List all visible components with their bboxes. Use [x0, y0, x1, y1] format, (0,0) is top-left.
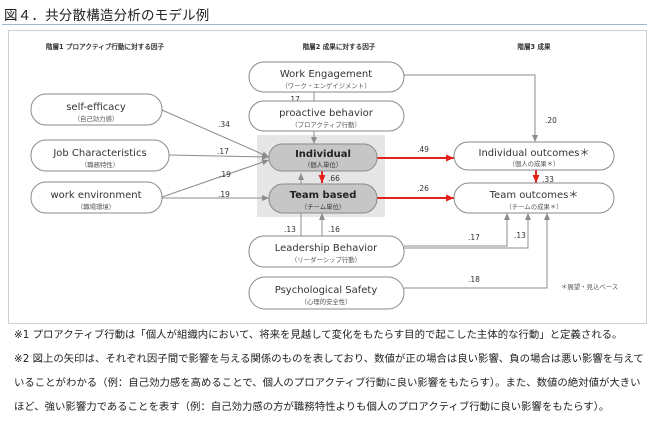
node-self-efficacy-label: self-efficacy	[66, 102, 126, 113]
diagram-canvas: 階層1 プロアクティブ行動に対する因子 階層2 成果に対する因子 階層3 成果 …	[30, 42, 618, 310]
node-proactive-behavior-label: proactive behavior	[279, 108, 374, 119]
coef-lead-to-ind: .13	[284, 225, 296, 234]
coef-env-to-ind: .19	[219, 170, 231, 179]
node-job-characteristics-sub: （職務特性）	[81, 160, 119, 169]
node-work-environment-label: work environment	[50, 190, 141, 201]
model-diagram: 階層1 プロアクティブ行動に対する因子 階層2 成果に対する因子 階層3 成果 …	[8, 30, 647, 324]
node-psychological-safety: Psychological Safety （心理的安全性）	[248, 276, 405, 310]
coef-we-to-indout: .20	[545, 116, 557, 125]
node-job-characteristics-label: Job Characteristics	[52, 148, 146, 159]
note-1: ※1 プロアクティブ行動は「個人が組織内において、将来を見越して変化をもたらす目…	[14, 329, 623, 341]
title-divider	[2, 24, 647, 25]
node-team-based-sub: （チーム単位）	[301, 202, 346, 211]
coef-team-to-teamout: .26	[417, 184, 429, 193]
node-leadership-behavior-label: Leadership Behavior	[275, 243, 378, 254]
notes-section: ※1 プロアクティブ行動は「個人が組織内において、将来を見越して変化をもたらす目…	[14, 323, 646, 419]
node-team-outcomes-sub: （チームの成果＊）	[505, 202, 562, 211]
coef-lead-to-teamout-a: .17	[468, 233, 480, 242]
node-team-based: Team based （チーム単位）	[268, 183, 378, 214]
edge-jc-to-ind	[168, 153, 270, 160]
coef-lead-to-teamout-b: .13	[514, 231, 526, 240]
edge-env-to-ind	[161, 159, 270, 198]
coef-we-to-ind: .17	[288, 95, 300, 104]
node-psychological-safety-label: Psychological Safety	[275, 285, 378, 296]
edge-lead-to-teamout-a	[404, 213, 510, 247]
node-proactive-behavior-sub: （プロアクティブ行動）	[291, 120, 361, 129]
node-individual-outcomes-sub: （個人の成果＊）	[508, 159, 559, 168]
node-leadership-behavior: Leadership Behavior （リーダーシップ行動）	[248, 235, 405, 268]
node-team-based-label: Team based	[290, 190, 357, 201]
node-work-engagement-sub: （ワーク・エンゲイジメント）	[281, 81, 370, 90]
node-individual-outcomes: Individual outcomes＊ （個人の成果＊）	[453, 141, 615, 171]
node-work-engagement: Work Engagement （ワーク・エンゲイジメント）	[248, 61, 405, 93]
coef-psych-to-teamout: .18	[468, 275, 480, 284]
coef-lead-to-team: .16	[328, 225, 340, 234]
node-individual-outcomes-label: Individual outcomes＊	[479, 148, 590, 159]
node-work-environment-sub: （職場環境）	[77, 202, 115, 211]
node-proactive-behavior: proactive behavior （プロアクティブ行動）	[248, 100, 405, 132]
coef-indout-to-teamout: .33	[542, 175, 554, 184]
node-psychological-safety-sub: （心理的安全性）	[300, 297, 351, 306]
node-team-outcomes: Team outcomes＊ （チームの成果＊）	[453, 182, 615, 214]
node-leadership-behavior-sub: （リーダーシップ行動）	[291, 255, 361, 264]
coef-se-to-ind: .34	[218, 120, 230, 129]
note-2: ※2 図上の矢印は、それぞれ因子間で影響を与える関係のものを表しており、数値が正…	[14, 353, 644, 413]
diagram-footnote: ＊展望・見込ベース	[561, 282, 618, 291]
coef-env-to-team: .19	[218, 190, 230, 199]
coef-ind-to-indout: .49	[417, 145, 429, 154]
edge-se-to-ind	[161, 109, 270, 158]
node-individual-sub: （個人単位）	[304, 160, 342, 169]
figure-title: 図４．共分散構造分析のモデル例	[4, 8, 210, 24]
node-self-efficacy-sub: （自己効力感）	[74, 114, 119, 123]
node-work-engagement-label: Work Engagement	[280, 69, 372, 80]
node-individual: Individual （個人単位）	[268, 143, 378, 172]
node-self-efficacy: self-efficacy （自己効力感）	[30, 93, 163, 126]
level3-header: 階層3 成果	[517, 42, 551, 51]
node-team-outcomes-label: Team outcomes＊	[489, 190, 579, 201]
level2-header: 階層2 成果に対する因子	[303, 42, 376, 51]
level1-header: 階層1 プロアクティブ行動に対する因子	[46, 42, 165, 51]
edge-psych-to-teamout	[404, 213, 550, 289]
node-job-characteristics: Job Characteristics （職務特性）	[30, 139, 170, 172]
coef-ind-to-team: .66	[328, 174, 340, 183]
edge-lead-to-teamout-b	[404, 213, 531, 249]
node-individual-label: Individual	[295, 149, 351, 160]
coef-jc-to-ind: .17	[217, 147, 229, 156]
node-work-environment: work environment （職場環境）	[30, 181, 163, 214]
edge-we-to-indout	[404, 74, 538, 142]
